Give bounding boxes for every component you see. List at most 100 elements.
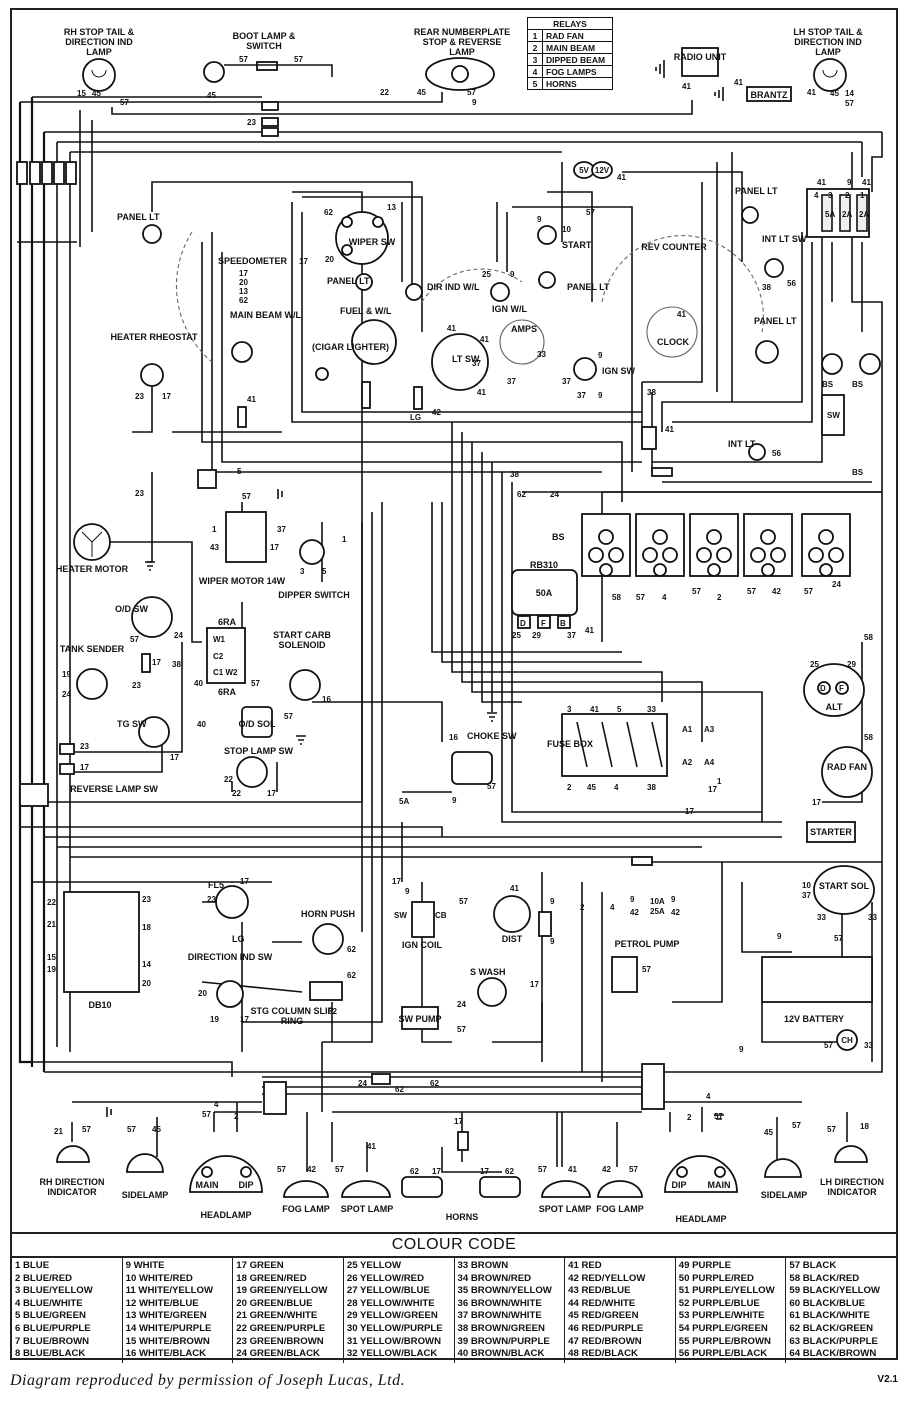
svg-text:62: 62: [505, 1167, 514, 1176]
rh-spot-lamp: SPOT LAMP 57 41: [335, 1142, 393, 1214]
svg-text:2: 2: [845, 191, 850, 200]
svg-text:17: 17: [812, 798, 821, 807]
colour-code-item: 58 BLACK/RED: [789, 1272, 860, 1284]
svg-text:18: 18: [860, 1122, 869, 1131]
colour-code-item: 23 GREEN/BROWN: [236, 1335, 324, 1347]
svg-text:57: 57: [294, 55, 303, 64]
colour-code-item: 25 YELLOW: [346, 1260, 402, 1271]
svg-text:45: 45: [92, 89, 101, 98]
relays-title: RELAYS: [527, 17, 613, 30]
colour-code-item: 9 WHITE: [125, 1260, 165, 1271]
svg-text:5: 5: [322, 567, 327, 576]
svg-text:2: 2: [687, 1113, 692, 1122]
fl5-flasher: FL5 LG 23 17: [207, 877, 249, 944]
svg-text:25A: 25A: [650, 907, 665, 916]
svg-text:PANEL LT: PANEL LT: [117, 212, 160, 222]
svg-text:IGN W/L: IGN W/L: [492, 304, 527, 314]
svg-text:DIP: DIP: [671, 1180, 686, 1190]
ammeter: AMPS 33 37 37: [507, 324, 571, 386]
colour-code-item: 63 BLACK/PURPLE: [789, 1335, 878, 1347]
svg-text:1: 1: [342, 535, 347, 544]
svg-text:FUEL & W/L: FUEL & W/L: [340, 306, 392, 316]
svg-text:3: 3: [828, 191, 833, 200]
svg-text:57: 57: [845, 99, 854, 108]
svg-text:57: 57: [251, 679, 260, 688]
svg-text:9: 9: [550, 897, 555, 906]
colour-code-item: 12 WHITE/BLUE: [125, 1297, 199, 1309]
lh-sidelamp: SIDELAMP 45 57: [761, 1121, 808, 1200]
svg-text:CHOKE SW: CHOKE SW: [467, 731, 517, 741]
svg-text:41: 41: [817, 178, 826, 187]
colour-code-item: 62 BLACK/GREEN: [789, 1322, 874, 1334]
svg-text:9: 9: [671, 895, 676, 904]
svg-text:9: 9: [510, 270, 515, 279]
svg-text:41: 41: [477, 388, 486, 397]
svg-text:PANEL LT: PANEL LT: [327, 276, 370, 286]
colour-code-item: 5 BLUE/GREEN: [15, 1310, 86, 1322]
svg-text:33: 33: [864, 1041, 873, 1050]
svg-text:LG: LG: [410, 413, 421, 422]
colour-code-item: 34 BROWN/RED: [457, 1272, 532, 1284]
svg-text:W1: W1: [213, 635, 226, 644]
brake-switch-unit: SW BS BS BS: [821, 353, 881, 477]
colour-code-item: 43 RED/BLUE: [568, 1285, 631, 1297]
svg-text:23: 23: [135, 392, 144, 401]
svg-text:FOG LAMP: FOG LAMP: [282, 1204, 330, 1214]
reverse-lamp-switch: 23 17 REVERSE LAMP SW: [59, 742, 158, 794]
svg-text:BOOT LAMP &SWITCH: BOOT LAMP &SWITCH: [233, 31, 296, 51]
svg-text:23: 23: [247, 118, 256, 127]
svg-text:41: 41: [807, 88, 816, 97]
fuel-gauge: FUEL & W/L (CIGAR LIGHTER) LG: [312, 306, 423, 422]
svg-text:57: 57: [457, 1025, 466, 1034]
svg-text:HEADLAMP: HEADLAMP: [201, 1210, 252, 1220]
svg-text:6RA: 6RA: [218, 617, 237, 627]
svg-text:3: 3: [567, 705, 572, 714]
svg-text:57: 57: [82, 1125, 91, 1134]
svg-text:41: 41: [480, 335, 489, 344]
rb310-unit: RB310 50A D F B 25 29 37 41: [511, 560, 594, 640]
lighting-switch: LT SW 41 41 37 41 42: [431, 324, 489, 417]
svg-text:41: 41: [510, 884, 519, 893]
svg-text:10: 10: [802, 881, 811, 890]
colour-code-item: 20 GREEN/BLUE: [236, 1297, 313, 1309]
tg-switch: TG SW 17 23 17: [117, 653, 179, 762]
svg-text:37: 37: [277, 525, 286, 534]
svg-text:17: 17: [170, 753, 179, 762]
od-solenoid: O/D SOL: [238, 706, 276, 738]
lh-spot-lamp: SPOT LAMP 57 41: [538, 1165, 591, 1214]
svg-text:41: 41: [447, 324, 456, 333]
svg-text:41: 41: [247, 395, 256, 404]
colour-code-item: 3 BLUE/YELLOW: [15, 1285, 93, 1297]
svg-text:57: 57: [277, 1165, 286, 1174]
svg-text:17: 17: [267, 789, 276, 798]
colour-code-item: 1 BLUE: [15, 1260, 50, 1271]
colour-code-item: 19 GREEN/YELLOW: [236, 1285, 328, 1297]
svg-text:1: 1: [860, 191, 865, 200]
svg-text:20: 20: [325, 255, 334, 264]
svg-text:MAIN: MAIN: [196, 1180, 219, 1190]
svg-text:HEADLAMP: HEADLAMP: [676, 1214, 727, 1224]
svg-text:57: 57: [642, 965, 651, 974]
svg-text:3: 3: [300, 567, 305, 576]
svg-text:CH: CH: [841, 1036, 853, 1045]
svg-text:62: 62: [347, 971, 356, 980]
svg-text:17: 17: [299, 257, 308, 266]
svg-text:START: START: [562, 240, 592, 250]
svg-text:24: 24: [174, 631, 183, 640]
svg-text:62: 62: [410, 1167, 419, 1176]
colour-code-item: 57 BLACK: [789, 1260, 837, 1271]
svg-text:5A: 5A: [825, 210, 835, 219]
starter-solenoid: STARTER START SOL 10 37 33 33 9 57: [777, 821, 877, 943]
svg-text:20: 20: [239, 278, 248, 287]
alternator: D F ALT 25 29 58: [803, 633, 873, 717]
svg-text:38: 38: [647, 783, 656, 792]
svg-text:37: 37: [472, 359, 481, 368]
wiper-switch: WIPER SW 62 13 20 17: [299, 203, 396, 266]
svg-text:62: 62: [239, 296, 248, 305]
rh-sidelamp: SIDELAMP 57 45: [122, 1125, 169, 1200]
svg-text:PANEL LT: PANEL LT: [567, 282, 610, 292]
svg-text:5: 5: [237, 467, 242, 476]
